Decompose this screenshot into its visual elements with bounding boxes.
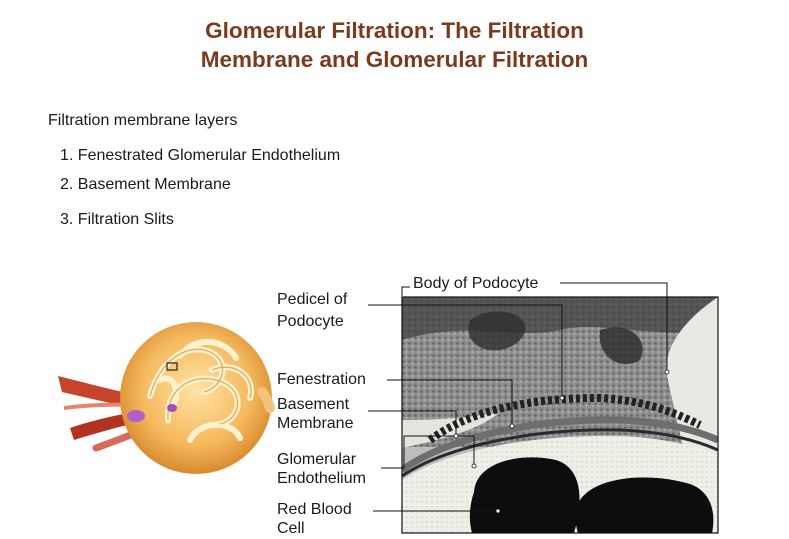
leader-line-basement [368, 410, 457, 436]
list-item-1: 1. Fenestrated Glomerular Endothelium [60, 147, 341, 164]
leader-dots [453, 369, 670, 514]
capillary-loop [177, 338, 239, 361]
tubule-shape [257, 387, 275, 413]
leader-dot [559, 395, 565, 401]
cell-shape [127, 410, 145, 422]
cell-shape [167, 404, 177, 412]
label-pedicel-line-2: Podocyte [277, 313, 344, 330]
label-glomerular-line-1: Glomerular [277, 451, 357, 468]
label-glomerular-line-2: Endothelium [277, 470, 366, 487]
micrograph-basement-membrane [402, 416, 718, 473]
capillary-loop [187, 421, 243, 443]
label-rbc-line-2: Cell [277, 520, 305, 537]
capillary-outline [149, 348, 224, 397]
leader-dot [664, 369, 670, 375]
capillary-loops-outline [149, 348, 252, 425]
micrograph [401, 296, 719, 534]
micrograph-rbc [469, 457, 580, 533]
leader-dot [453, 433, 459, 439]
leader-dot [471, 463, 477, 469]
micrograph-rbc [575, 477, 714, 533]
leader-line-body [401, 286, 410, 296]
leader-line-body [560, 282, 668, 372]
leader-dot [509, 423, 515, 429]
micrograph-border [401, 296, 719, 534]
label-rbc-line-1: Red Blood [277, 501, 352, 518]
leader-line-fenestration [387, 379, 513, 426]
label-pedicel-line-1: Pedicel of [277, 291, 348, 308]
leader-line-glomerular [381, 435, 475, 469]
micrograph-pedicels [427, 393, 702, 444]
glomerulus-illustration [58, 322, 275, 474]
leader-line-pedicel [368, 304, 563, 398]
micrograph-dark-region [468, 311, 526, 351]
list-item-3: 3. Filtration Slits [60, 211, 174, 228]
leader-dot [495, 508, 501, 514]
micrograph-dark-region [599, 327, 643, 365]
zoom-marker [166, 362, 178, 371]
label-basement-line-1: Basement [277, 396, 350, 413]
capillary-outline [167, 378, 239, 425]
capillary-outline [211, 366, 252, 399]
leader-lines [368, 282, 668, 512]
list-item-2: 2. Basement Membrane [60, 176, 231, 193]
title-line-2: Membrane and Glomerular Filtration [200, 47, 589, 72]
slide-title: Glomerular Filtration: The Filtration Me… [0, 16, 789, 74]
title-line-1: Glomerular Filtration: The Filtration [205, 18, 584, 43]
micrograph-endothelium [402, 428, 718, 478]
label-basement-line-2: Membrane [277, 415, 354, 432]
label-fenestration: Fenestration [277, 371, 366, 388]
label-body-of-podocyte: Body of Podocyte [413, 275, 539, 292]
intro-text: Filtration membrane layers [48, 112, 238, 129]
